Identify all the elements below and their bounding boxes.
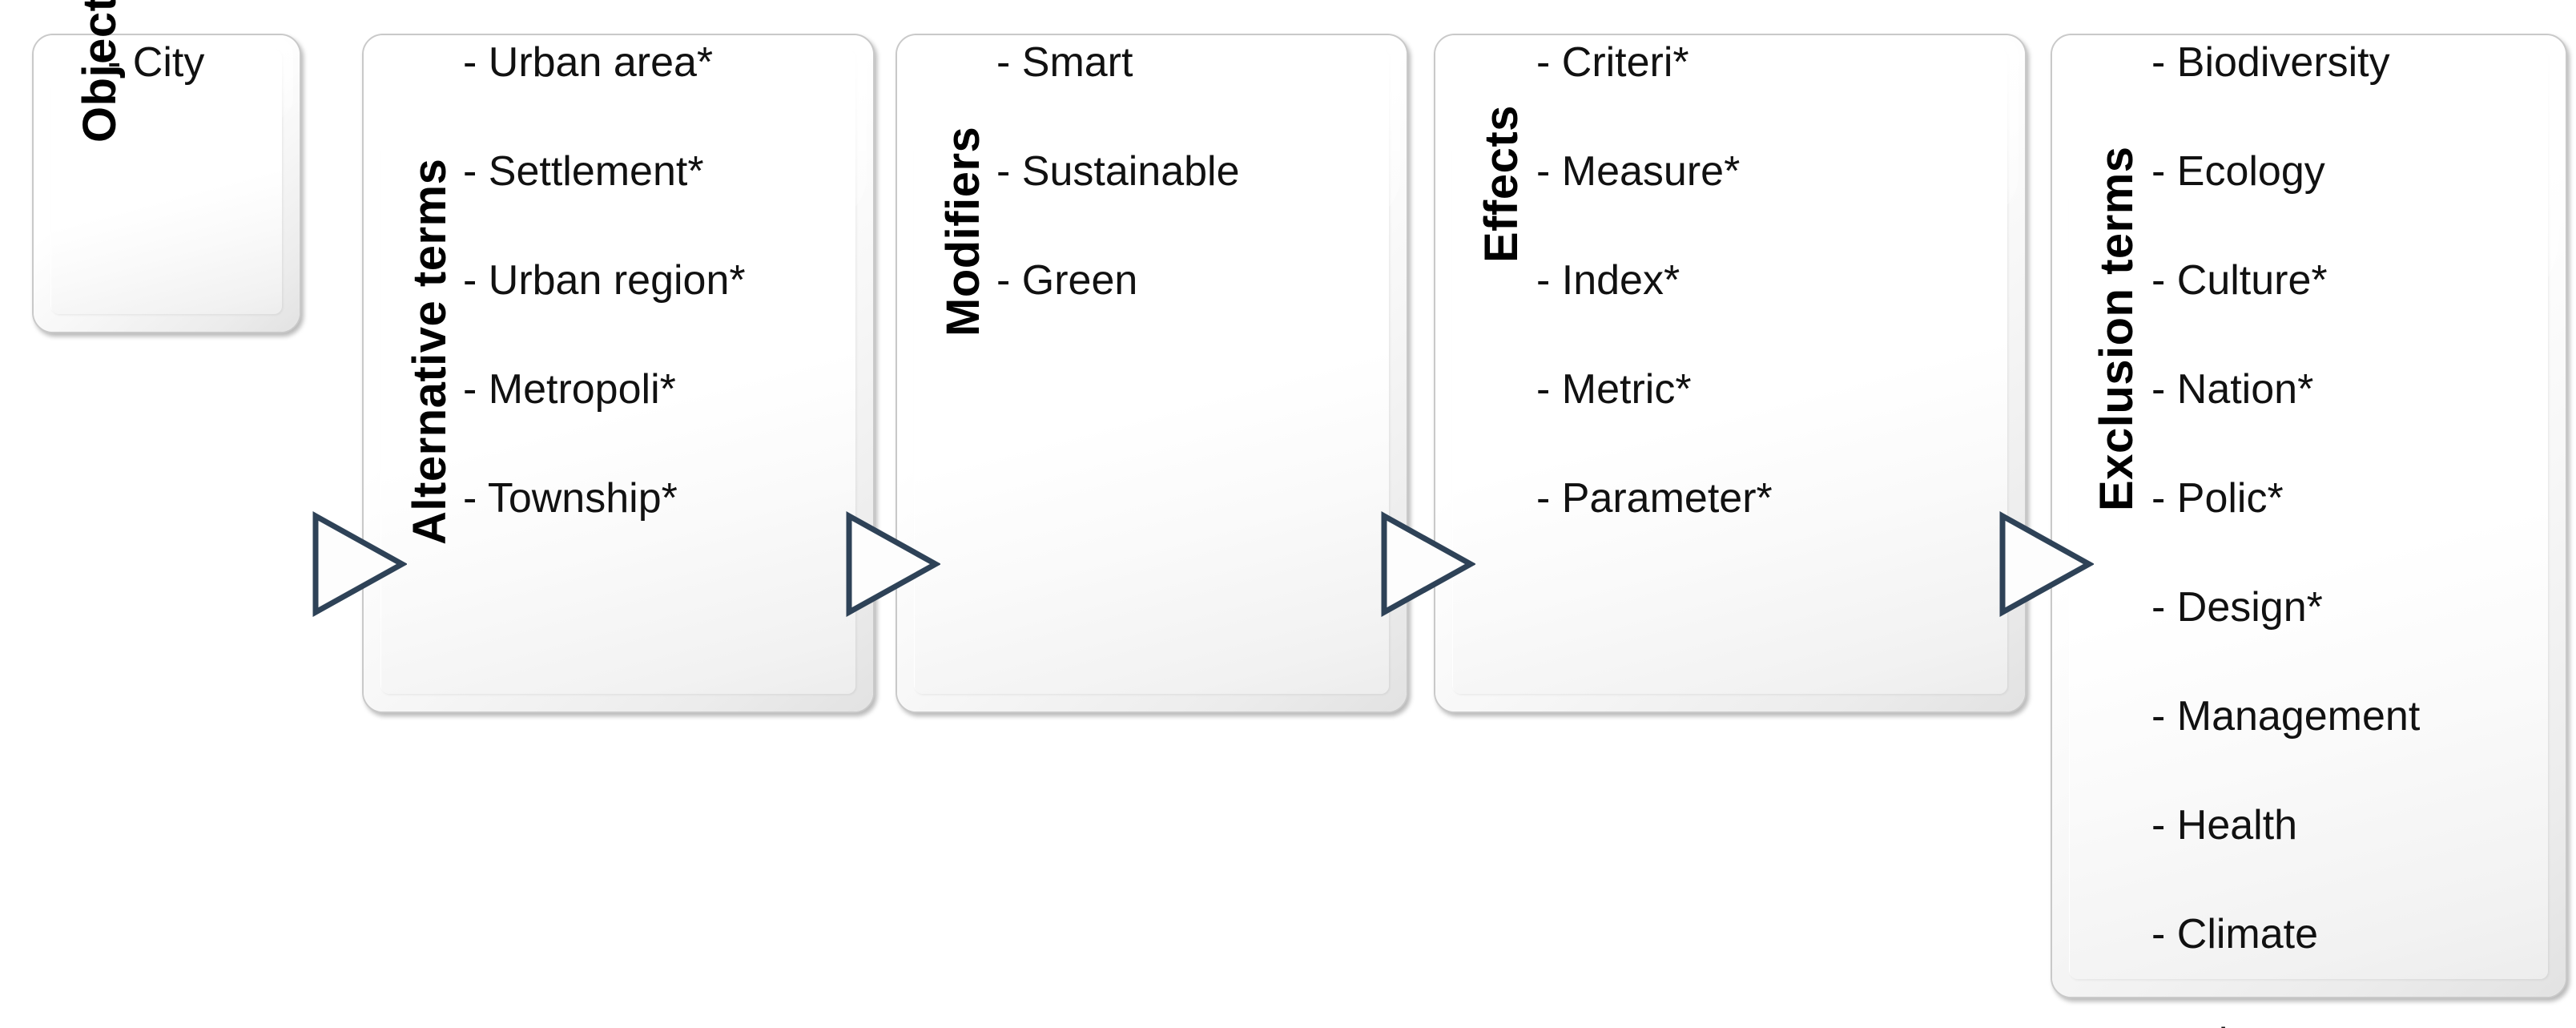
term-item: - Smart	[996, 39, 1133, 86]
term-item: - Nation*	[2151, 366, 2314, 413]
term-item: - Design*	[2151, 584, 2323, 631]
term-item: - Biodiversity	[2151, 39, 2390, 86]
term-item: - Educat*	[2151, 1000, 2420, 1028]
term-item: - Settlement*	[463, 148, 704, 195]
block-exclusion-terms-label: Exclusion terms	[2091, 146, 2143, 511]
block-object-term-list: - City	[107, 19, 204, 128]
block-modifiers-term-list: - Smart - Sustainable - Green	[996, 19, 1240, 346]
term-item: - Culture*	[2151, 257, 2328, 304]
arrow-modifiers-to-effects-icon	[1379, 511, 1475, 617]
term-item: - Climate	[2151, 911, 2319, 957]
term-item: - Ecology	[2151, 148, 2325, 195]
term-item: - Index*	[1536, 257, 1680, 304]
term-item: - Urban region*	[463, 257, 746, 304]
arrow-alternative-to-modifiers-icon	[844, 511, 940, 617]
arrow-object-to-alternative-icon	[311, 511, 407, 617]
term-item: - Polic*	[2151, 475, 2284, 522]
term-item: - Sustainable	[996, 148, 1240, 195]
term-item: - Management	[2151, 693, 2421, 740]
term-item: - Urban area*	[463, 39, 714, 86]
term-item: - Measure*	[1536, 148, 1741, 195]
term-item: - Township*	[463, 475, 678, 522]
term-item: - Green	[996, 257, 1138, 304]
block-modifiers-label: Modifiers	[937, 126, 989, 337]
term-item: - City	[107, 39, 205, 86]
arrow-effects-to-exclusion-icon	[1998, 511, 2094, 617]
term-item: - Metric*	[1536, 366, 1692, 413]
term-item: - Parameter*	[1536, 475, 1773, 522]
block-exclusion-terms-term-list: - Biodiversity - Ecology - Culture* - Na…	[2151, 19, 2420, 1028]
block-alternative-terms-term-list: - Urban area* - Settlement* - Urban regi…	[463, 19, 746, 564]
term-item: - Criteri*	[1536, 39, 1689, 86]
block-effects-term-list: - Criteri* - Measure* - Index* - Metric*…	[1536, 19, 1773, 564]
block-effects-label: Effects	[1475, 105, 1527, 263]
term-item: - Health	[2151, 802, 2298, 849]
term-item: - Metropoli*	[463, 366, 676, 413]
block-alternative-terms-label: Alternative terms	[404, 158, 456, 545]
